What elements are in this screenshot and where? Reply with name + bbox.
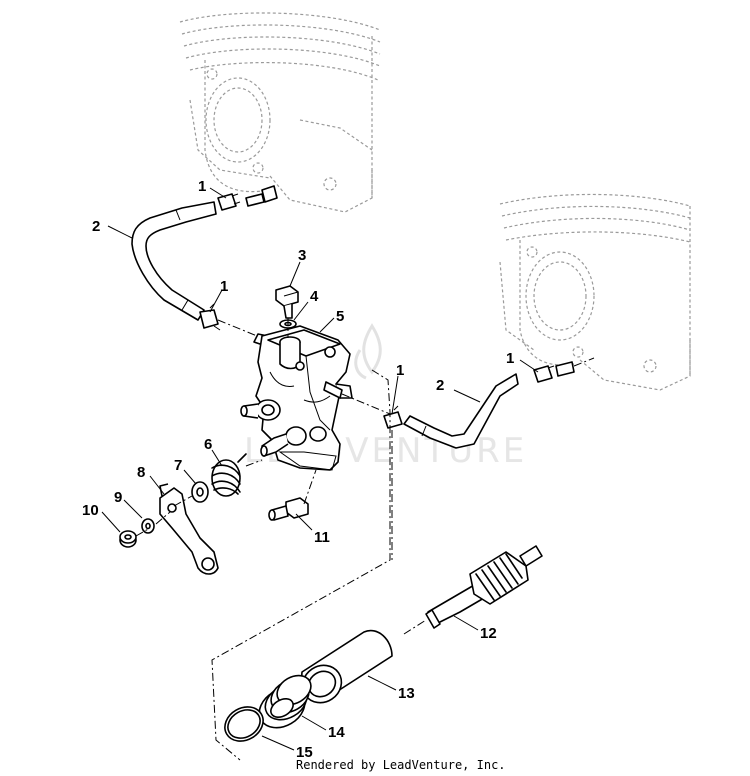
callout-2-right: 2 [436,377,444,394]
clamp-1-right-top [533,365,555,383]
callout-12: 12 [480,625,497,642]
clamp-1-top-left [217,193,241,211]
callout-11: 11 [314,529,330,546]
pump-outlet-nipple [323,381,343,399]
callout-6: 6 [204,436,212,453]
callout-4: 4 [310,288,319,305]
callout-8: 8 [137,464,145,481]
callout-5: 5 [336,308,344,325]
spring-6 [211,453,247,497]
o-ring-15 [224,706,264,742]
nut-10 [119,530,137,548]
sleeve-13 [301,629,393,704]
callout-1-top-left: 1 [198,178,206,195]
upper-nipple-left [245,185,278,207]
callout-15: 15 [296,744,313,761]
callout-13: 13 [398,685,415,702]
upper-nipple-right [555,361,575,377]
callout-1-mid-left: 1 [220,278,228,295]
bolt-11 [268,497,309,521]
callout-1-right-top: 1 [506,350,514,367]
lever-8 [159,483,219,575]
clamp-1-mid-left [199,303,221,331]
callout-2-left: 2 [92,218,100,235]
callout-10: 10 [82,502,99,519]
callout-1-right-mid: 1 [396,362,404,379]
cylinder-ghost-left [179,12,381,213]
cylinder-ghost-right [499,193,691,391]
bolt-3 [275,285,299,319]
seal-14 [258,674,312,729]
callout-14: 14 [328,724,345,741]
drive-gear-12 [425,545,543,629]
render-credit: Rendered by LeadVenture, Inc. [296,758,506,772]
exploded-view-line [211,369,391,761]
callout-3: 3 [298,247,306,264]
hose-2-right [403,373,519,449]
callout-7: 7 [174,457,182,474]
washer-7 [191,481,209,503]
leader-lines [101,187,539,751]
clamp-1-right-mid [383,405,403,429]
washer-9 [141,518,155,534]
hose-2-left [131,201,217,321]
callout-9: 9 [114,489,122,506]
